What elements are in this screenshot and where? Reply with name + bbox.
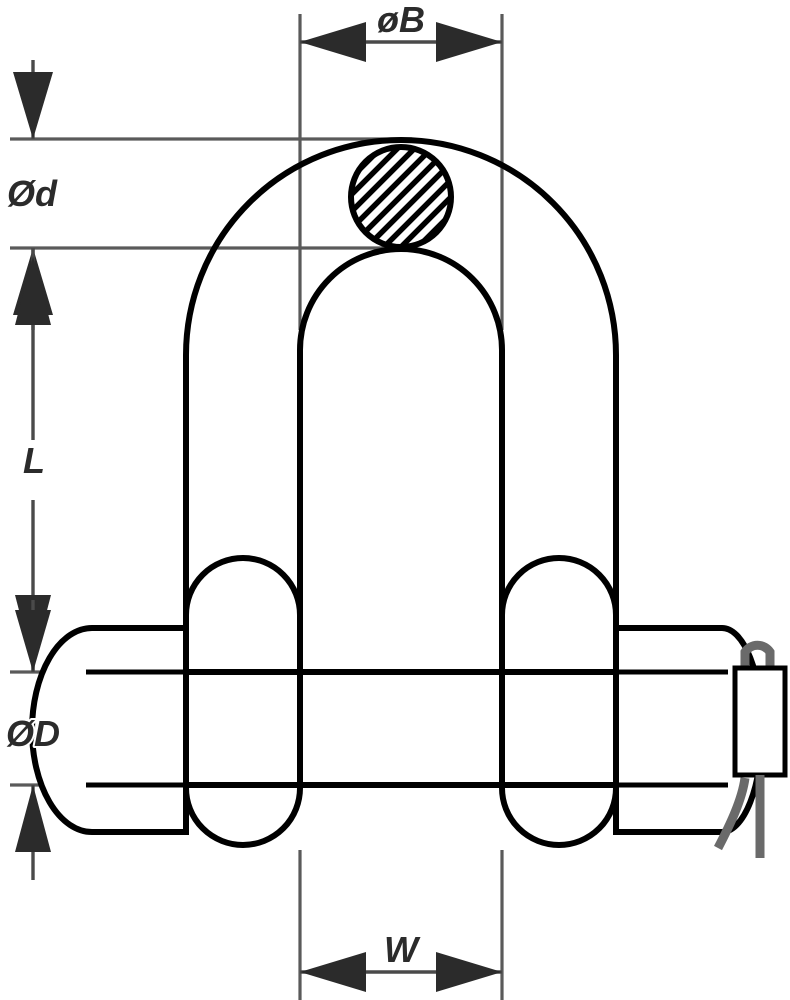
dimension-ob-arrow-left — [300, 22, 366, 62]
eye-centre-marks — [206, 669, 600, 788]
dimension-od-label: Ød — [7, 173, 58, 214]
dimension-od-arrow-top — [13, 72, 53, 139]
dimension-L-arrow-top — [15, 256, 51, 325]
dimension-ob-arrow-right — [436, 22, 502, 62]
dimension-ob-label: øB — [377, 0, 425, 40]
bolt-head-chamfers — [29, 625, 186, 835]
dimension-ob: øB — [300, 0, 502, 62]
dimension-oD-label: ØD — [6, 713, 60, 754]
cotter-pin-loop — [740, 640, 775, 672]
dimension-oD-arrow-top — [15, 610, 51, 672]
dimension-W: W — [300, 927, 502, 992]
dimension-L-label: L — [23, 440, 45, 481]
dimension-W-arrow-left — [300, 952, 366, 992]
cotter-pin-body — [732, 665, 788, 778]
cotter-pin-leg-splayed — [714, 777, 750, 851]
dimension-W-label: W — [384, 929, 421, 970]
extension-lines — [10, 14, 504, 1000]
bow-outer-profile — [183, 137, 619, 672]
cotter-pin — [714, 640, 788, 858]
dimension-oD: ØD — [4, 600, 62, 880]
dimension-oD-arrow-bottom — [15, 785, 51, 852]
bolt-head-chamfer-arc — [29, 625, 93, 835]
dimension-W-arrow-right — [436, 952, 502, 992]
